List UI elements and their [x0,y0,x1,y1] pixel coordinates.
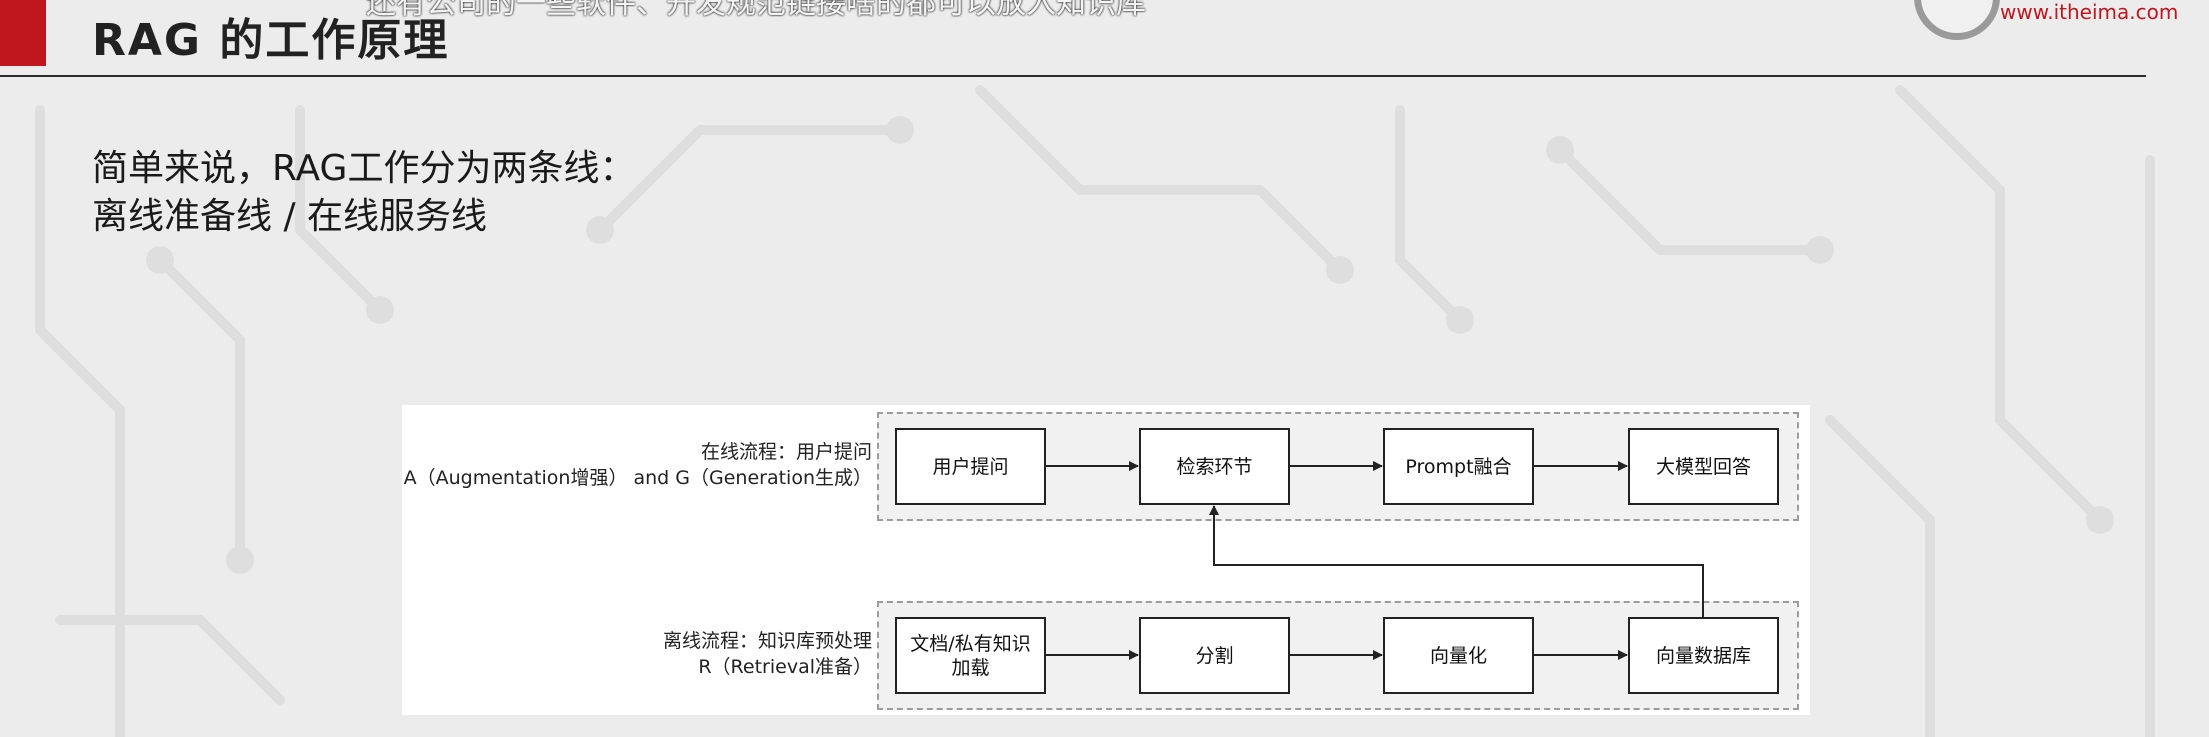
step-user-question: 用户提问 [895,428,1046,505]
offline-label-line-2: R（Retrieval准备） [698,656,872,678]
online-label-line-2: A（Augmentation增强） and G（Generation生成） [403,467,872,489]
intro-line-2: 离线准备线 / 在线服务线 [92,196,488,237]
intro-line-1: 简单来说，RAG工作分为两条线： [92,148,636,189]
step-vectorize: 向量化 [1383,617,1534,694]
rag-flow-diagram: 在线流程：用户提问 A（Augmentation增强） and G（Genera… [402,405,1810,715]
accent-block [0,0,46,66]
step-vector-db: 向量数据库 [1628,617,1779,694]
slide-title: RAG 的工作原理 [92,15,450,66]
step-document-load: 文档/私有知识加载 [895,617,1046,694]
step-llm-answer: 大模型回答 [1628,428,1779,505]
step-retrieval: 检索环节 [1139,428,1290,505]
intro-text: 简单来说，RAG工作分为两条线： 离线准备线 / 在线服务线 [92,145,635,241]
online-lane-label: 在线流程：用户提问 A（Augmentation增强） and G（Genera… [404,439,872,491]
offline-lane-label: 离线流程：知识库预处理 R（Retrieval准备） [663,628,872,680]
flow-arrows [1046,461,1704,660]
step-prompt-fusion: Prompt融合 [1383,428,1534,505]
subtitle-caption: 还有公司的一些软件、开发规范链接啥的都可以放入知识库 [366,0,1146,21]
online-label-line-1: 在线流程：用户提问 [700,441,872,463]
header-divider [0,75,2146,77]
logo-url: www.itheima.com [2000,0,2179,24]
step-split: 分割 [1139,617,1290,694]
arrow-vectordb-to-retrieval [1209,505,1704,617]
offline-label-line-1: 离线流程：知识库预处理 [662,630,872,652]
